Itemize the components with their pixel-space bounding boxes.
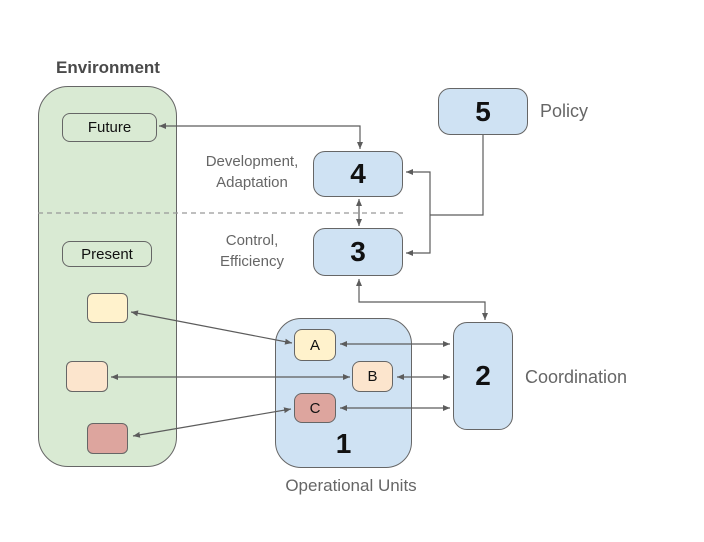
system4-number: 4: [350, 158, 366, 189]
line-s5-junction: [430, 135, 484, 216]
unit-a-label: A: [309, 336, 320, 354]
system3-box: 3: [313, 228, 403, 276]
env-unit-a-box: [87, 293, 128, 323]
coordination-label: Coordination: [525, 367, 628, 387]
control-label-line2: Efficiency: [220, 253, 284, 270]
development-adaptation-label: Development, Adaptation: [190, 151, 314, 193]
unit-c-label: C: [309, 399, 321, 417]
arrow-s5-s4: [406, 169, 431, 215]
unit-a-box: A: [294, 329, 336, 361]
system1-number: 1: [335, 428, 352, 459]
unit-b-label: B: [367, 368, 378, 385]
operational-units-label: Operational Units: [285, 476, 417, 495]
unit-b-box: B: [352, 361, 393, 392]
control-efficiency-label: Control, Efficiency: [190, 230, 314, 272]
system3-number: 3: [350, 236, 366, 267]
arrow-s5-s3: [406, 215, 431, 256]
system2-box: 2: [453, 322, 513, 430]
arrow-s3-s2: [356, 279, 488, 320]
development-label-line1: Development,: [205, 153, 299, 170]
env-unit-b-box: [66, 361, 108, 392]
system5-number: 5: [475, 95, 491, 127]
future-label: Future: [87, 119, 132, 136]
environment-container: [38, 86, 177, 467]
system5-box: 5: [438, 88, 528, 135]
arrow-s4-future: [159, 123, 363, 149]
system4-box: 4: [313, 151, 403, 197]
present-box: Present: [62, 241, 152, 267]
policy-label: Policy: [540, 101, 589, 121]
present-label: Present: [81, 245, 133, 263]
control-label-line1: Control,: [225, 232, 279, 249]
future-box: Future: [62, 113, 157, 142]
unit-c-box: C: [294, 393, 336, 423]
env-unit-c-box: [87, 423, 128, 454]
system2-number: 2: [475, 360, 491, 391]
development-label-line2: Adaptation: [216, 174, 288, 191]
environment-title: Environment: [56, 58, 160, 77]
